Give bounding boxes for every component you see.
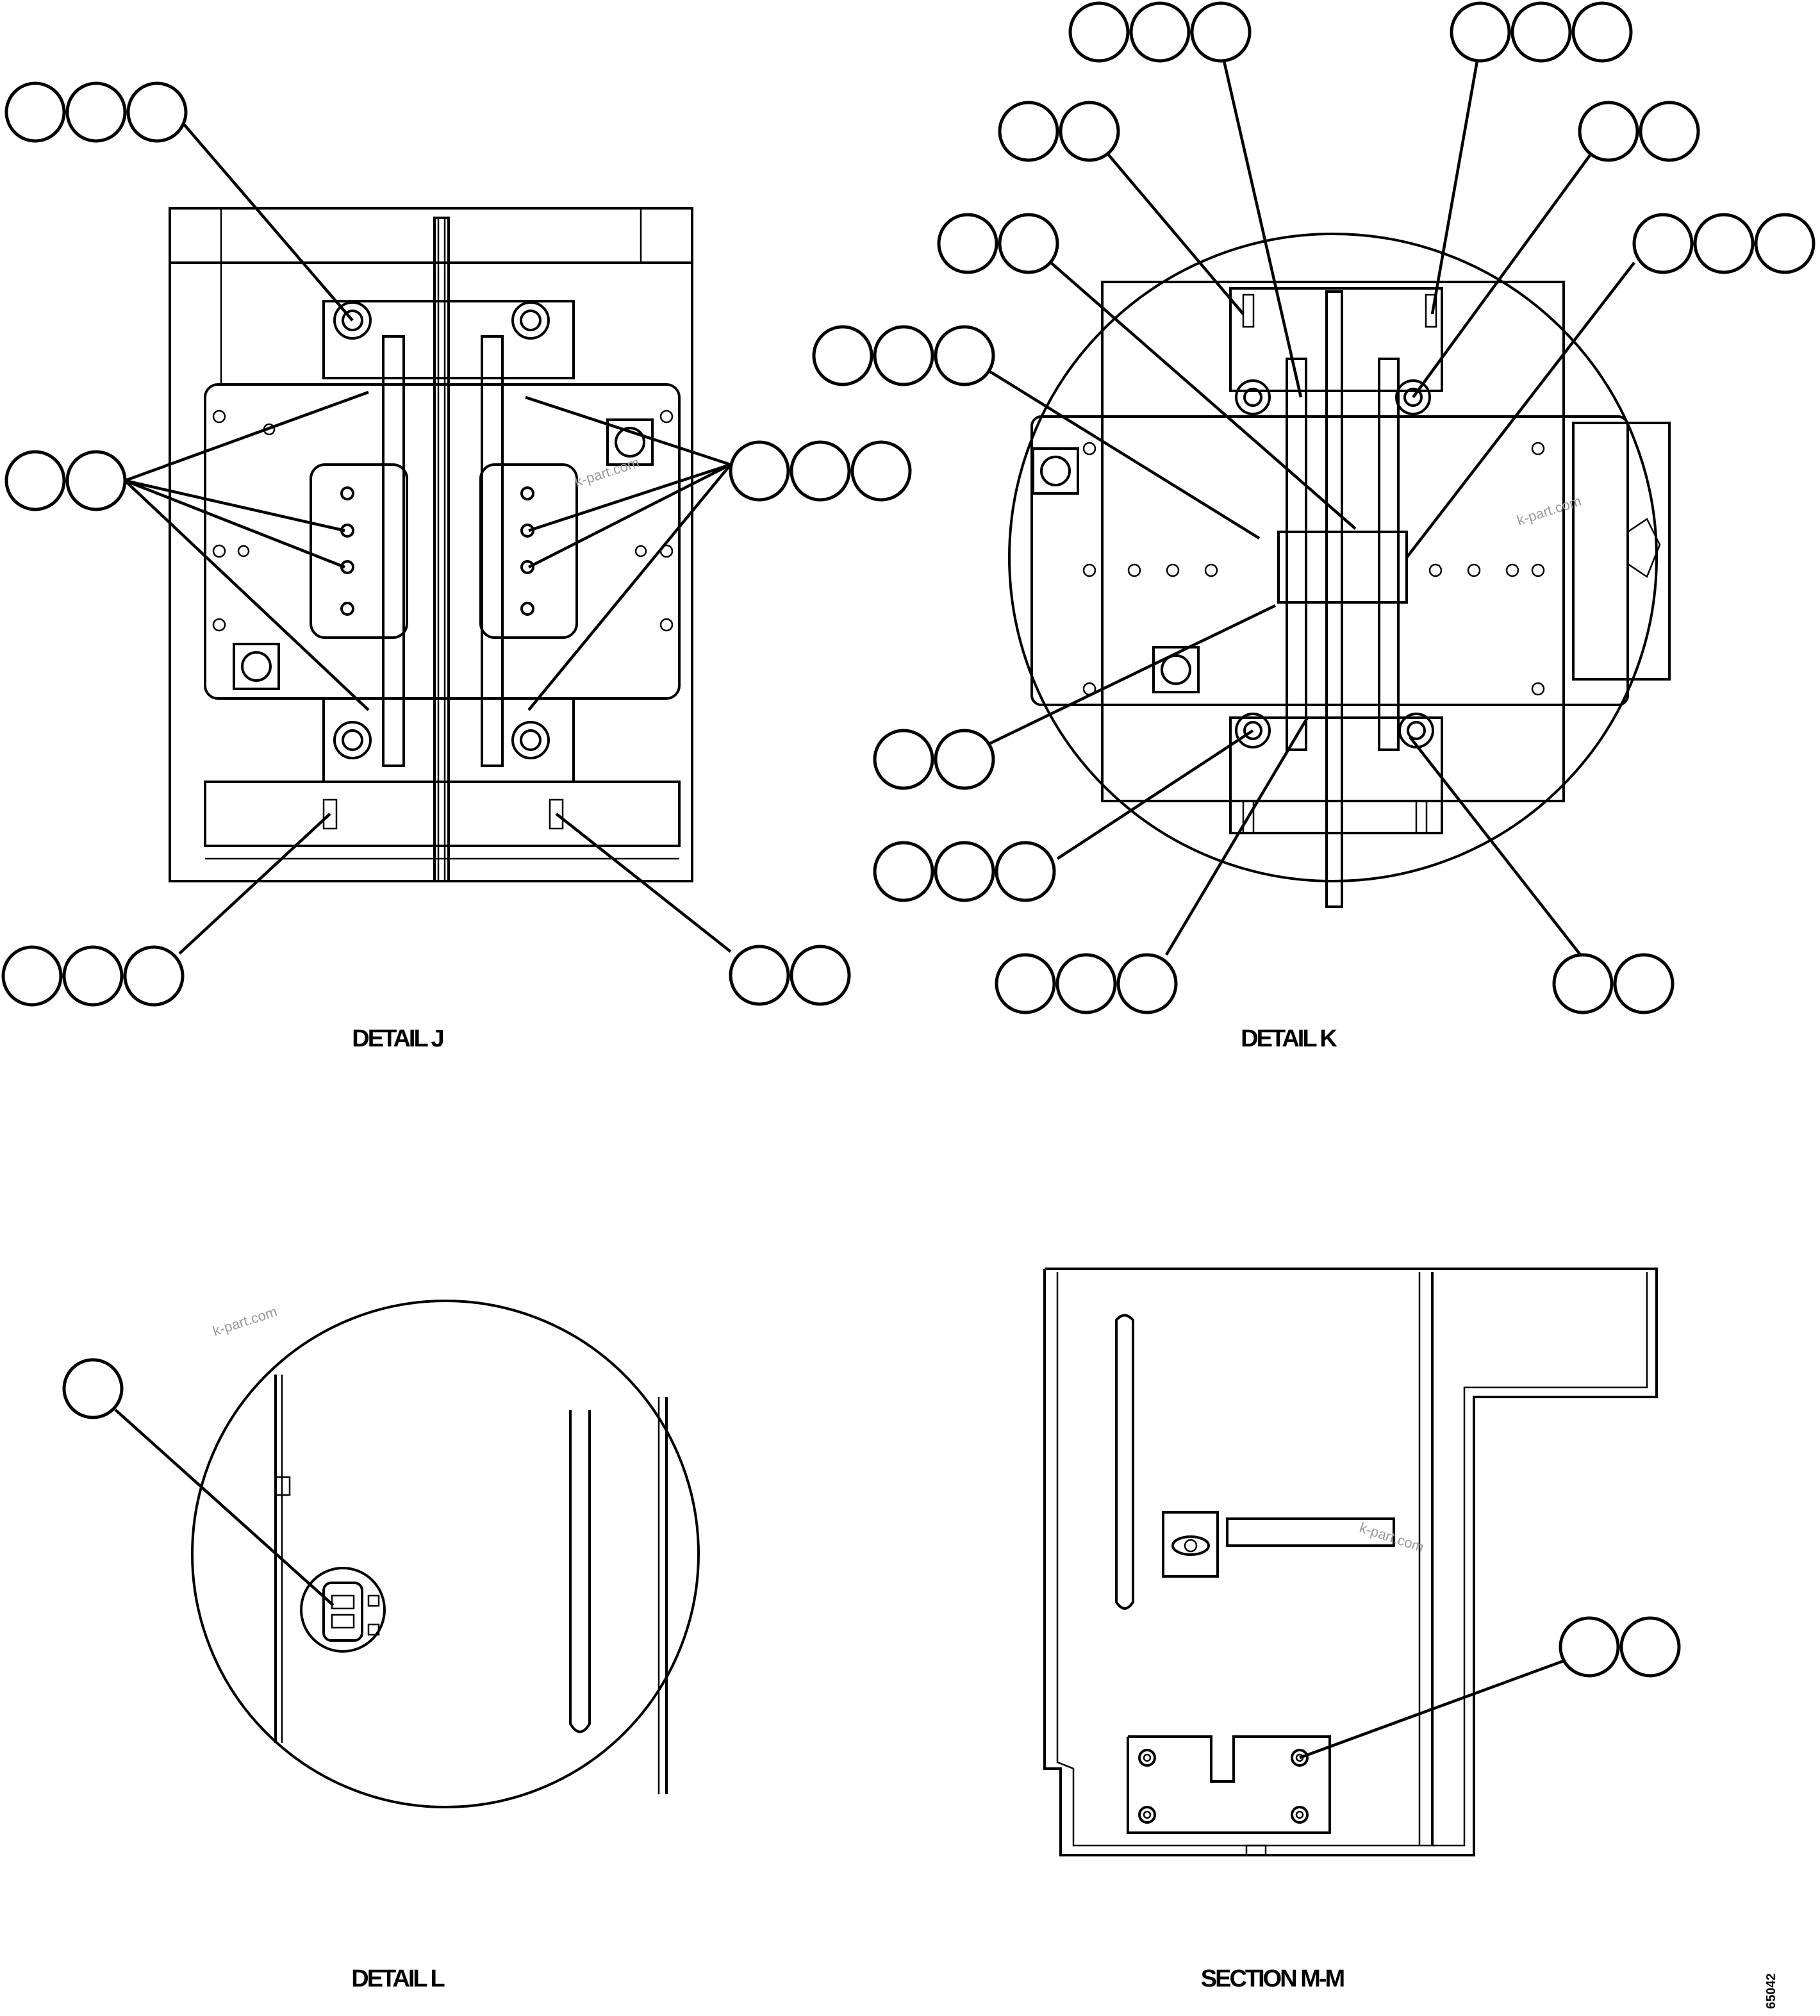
- drawing-code: 65042: [1764, 1973, 1778, 2009]
- section-mm-view: [1043, 1268, 1658, 1856]
- caption-detail-l: DETAIL L: [351, 1965, 445, 1992]
- caption-detail-j: DETAIL J: [352, 1025, 443, 1052]
- detail-k-callouts: [812, 1, 1816, 1014]
- caption-detail-k: DETAIL K: [1241, 1025, 1337, 1052]
- detail-l-callouts: [62, 1358, 335, 1607]
- detail-k-view: [1008, 233, 1671, 908]
- detail-l-view: [191, 1300, 700, 1808]
- caption-section-mm: SECTION M-M: [1201, 1965, 1344, 1992]
- section-mm-callouts: [1299, 1616, 1681, 1760]
- detail-j-callouts: [1, 81, 912, 1007]
- detail-j-view: [169, 207, 693, 882]
- watermark-text: k-part.com: [211, 1303, 279, 1339]
- watermark-text: k-part.com: [1357, 1519, 1426, 1555]
